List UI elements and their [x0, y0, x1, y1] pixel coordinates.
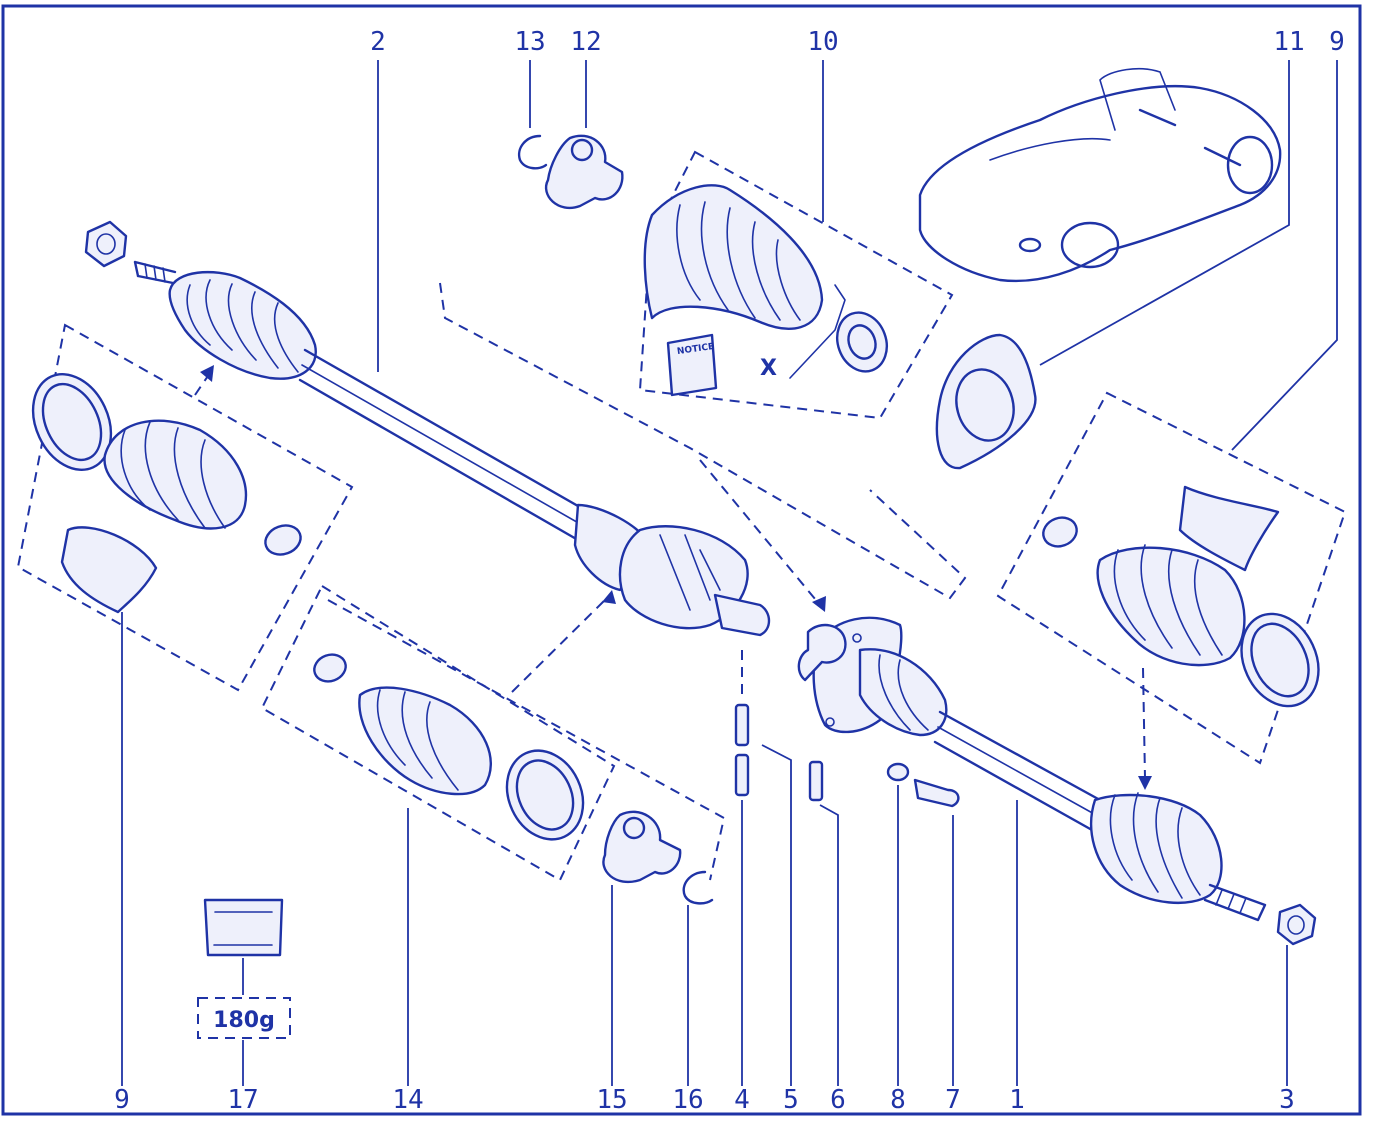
callout-15: 15 — [596, 1085, 627, 1115]
callout-9-bottom: 9 — [114, 1085, 130, 1115]
inner-boot-kit — [313, 653, 714, 905]
callout-10: 10 — [807, 27, 838, 57]
callout-3: 3 — [1279, 1085, 1295, 1115]
car-illustration — [918, 67, 1282, 283]
diagram-frame — [1, 4, 1362, 1116]
grease-sachet-right — [1178, 485, 1280, 572]
grease-quantity-label: 180g — [213, 1008, 275, 1033]
callout-16: 16 — [672, 1085, 703, 1115]
left-boot-kit — [31, 372, 302, 614]
callout-6: 6 — [830, 1085, 846, 1115]
gasket-11 — [935, 333, 1037, 470]
arrow-to-gearbox-end — [812, 596, 826, 612]
arrow-to-right-boot — [1138, 776, 1152, 790]
dowel-pin-5 — [734, 753, 750, 797]
grease-sachet-left — [60, 526, 158, 614]
left-driveshaft — [84, 220, 771, 637]
callout-7: 7 — [945, 1085, 961, 1115]
callout-1: 1 — [1009, 1085, 1025, 1115]
right-driveshaft — [797, 616, 1317, 946]
callout-11: 11 — [1273, 27, 1304, 57]
leader-lines — [121, 60, 1338, 1086]
dowel-pin-6 — [808, 760, 824, 802]
callout-5: 5 — [783, 1085, 799, 1115]
notice-booklet — [666, 333, 718, 397]
bolt-7 — [913, 778, 960, 808]
callout-4: 4 — [734, 1085, 750, 1115]
dowel-pin-4 — [734, 703, 750, 747]
grease-sachet-17 — [203, 898, 284, 957]
callout-8: 8 — [890, 1085, 906, 1115]
callout-13: 13 — [514, 27, 545, 57]
right-boot-kit — [1042, 485, 1320, 708]
callout-12: 12 — [570, 27, 601, 57]
arrow-to-outer-boot — [200, 365, 214, 382]
callout-9-top: 9 — [1329, 27, 1345, 57]
clearance-label: X — [760, 356, 777, 381]
washer-8 — [886, 762, 910, 782]
callout-2: 2 — [370, 27, 386, 57]
callout-17: 17 — [227, 1085, 258, 1115]
arrow-to-inner-joint — [602, 590, 616, 604]
small-fasteners — [734, 703, 960, 808]
grease-quantity-box — [197, 997, 291, 1039]
grease-quantity-group: 180g — [197, 898, 291, 1039]
callout-14: 14 — [392, 1085, 423, 1115]
boot-kit-10: NOTICE X — [517, 134, 888, 397]
